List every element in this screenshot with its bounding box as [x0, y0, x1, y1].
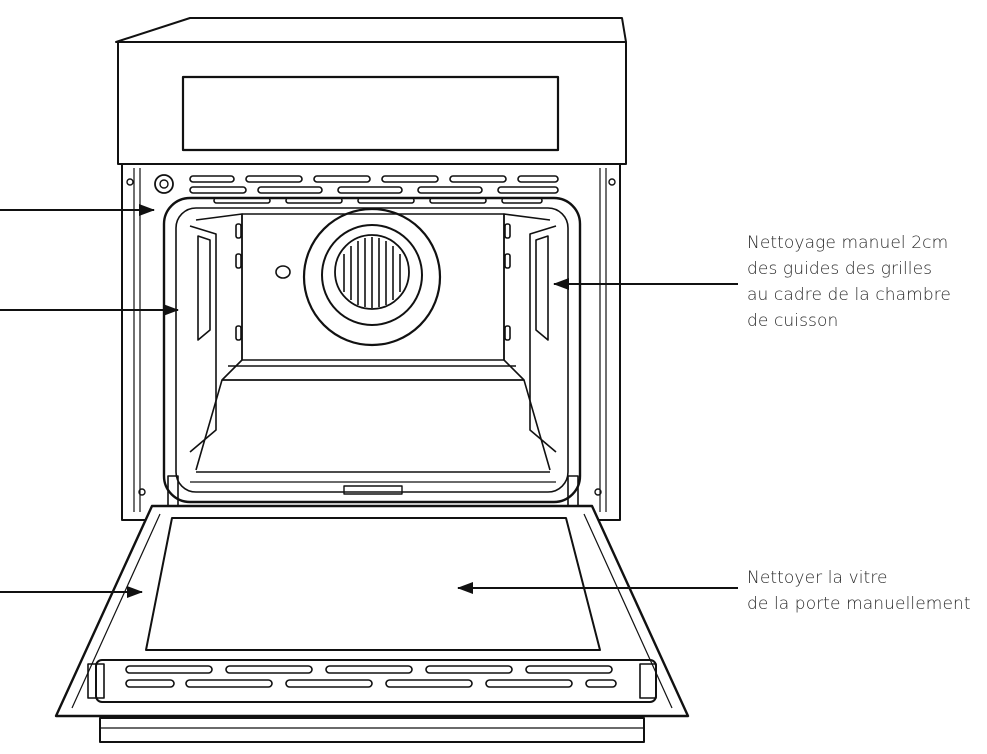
- oven-cabinet: [121, 163, 621, 521]
- fan-cover-core: [334, 234, 410, 310]
- callout-door-glass: Nettoyer la vitre de la porte manuelleme…: [747, 565, 971, 617]
- door-end-cap-right: [639, 663, 657, 699]
- oven-plinth: [99, 717, 645, 743]
- callout-rack-guides: Nettoyage manuel 2cm des guides des gril…: [747, 230, 951, 334]
- cavity-frame-outer: [162, 196, 582, 504]
- door-edge-left: [71, 513, 161, 709]
- callout-door-glass-line-2: de la porte manuellement: [747, 594, 971, 614]
- door-latch: [343, 485, 403, 495]
- cavity-left-wall: [195, 213, 243, 471]
- cabinet-screw-right-low: [594, 488, 602, 496]
- sensor-knob-inner: [159, 179, 169, 189]
- callout-door-glass-line-1: Nettoyer la vitre: [747, 568, 888, 588]
- door-end-cap-left: [87, 663, 105, 699]
- callout-rack-guides-line-2: des guides des grilles: [747, 259, 933, 279]
- control-panel: [117, 41, 627, 165]
- fan-grille: [343, 237, 401, 308]
- cabinet-screw-left: [126, 178, 134, 186]
- callout-rack-guides-line-4: de cuisson: [747, 311, 839, 331]
- cabinet-screw-right: [608, 178, 616, 186]
- oven-illustration: [54, 17, 690, 743]
- callout-rack-guides-line-3: au cadre de la chambre: [747, 285, 951, 305]
- oven-lamp: [275, 265, 291, 279]
- cavity-right-wall: [503, 213, 551, 471]
- control-display-window: [181, 75, 560, 152]
- right-rack-guide: [504, 223, 557, 453]
- cabinet-screw-left-low: [138, 488, 146, 496]
- door-glass-pane: [145, 517, 601, 651]
- fan-cover-inner: [321, 224, 423, 326]
- left-rack-guide: [189, 223, 242, 453]
- sensor-knob: [154, 174, 174, 194]
- fan-cover-outer: [302, 207, 442, 347]
- door-vent-slots: [125, 665, 617, 688]
- pointer-arrows: [0, 204, 738, 598]
- callout-rack-guides-line-1: Nettoyage manuel 2cm: [747, 233, 949, 253]
- oven-door: [54, 504, 690, 718]
- oven-top-cap: [115, 17, 627, 43]
- door-edge-right: [583, 513, 673, 709]
